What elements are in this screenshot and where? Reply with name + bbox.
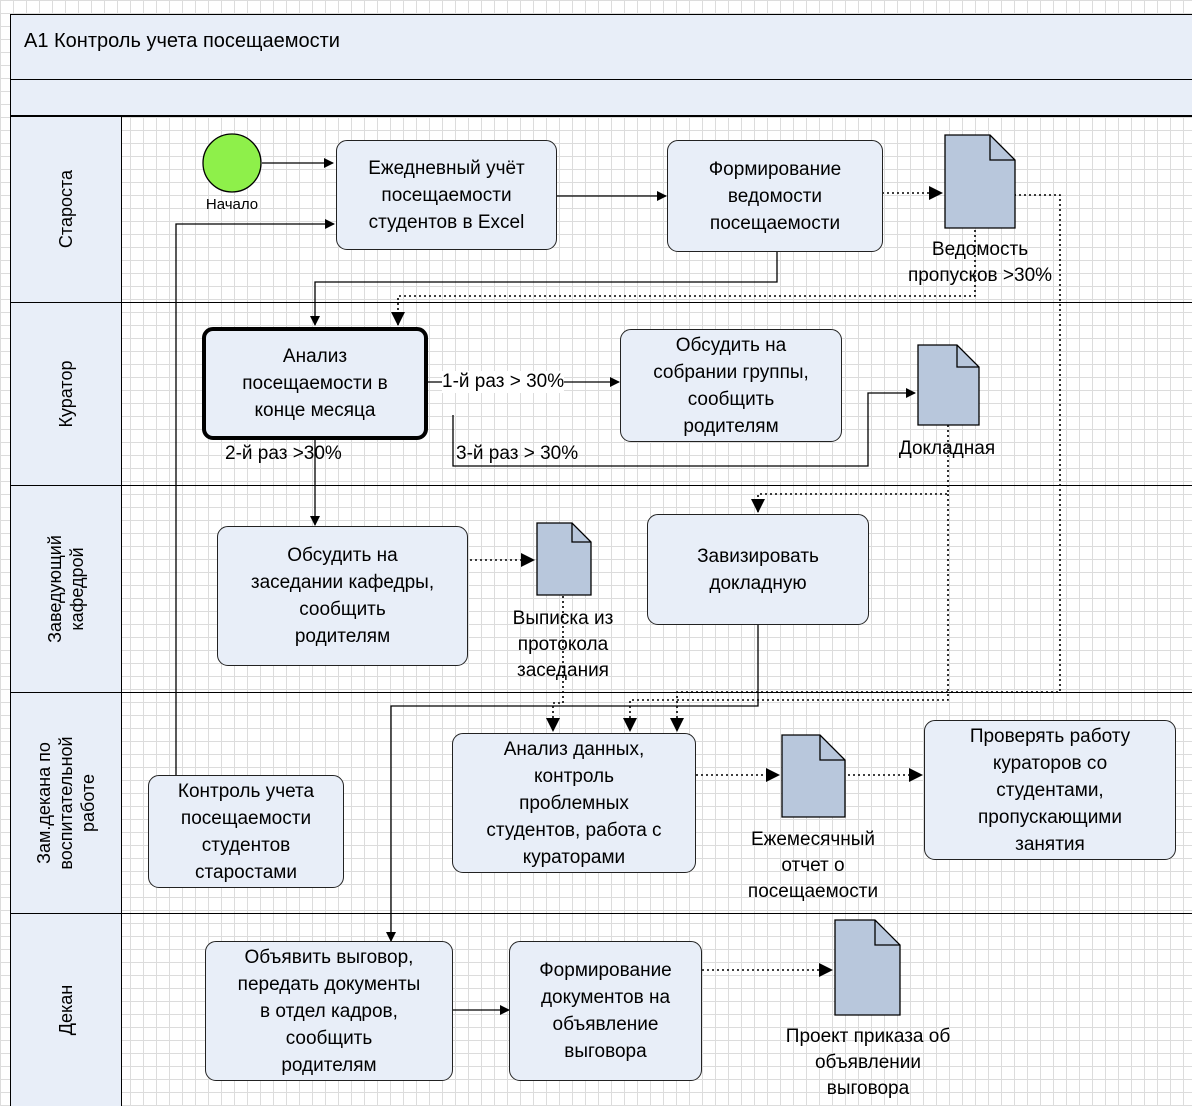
task-obyavit-vygovor[interactable]: Объявить выговор, передать документы в о… (205, 941, 453, 1081)
lane-header-starosta: Староста (10, 116, 122, 302)
flow-zaviz-to-vygovor (386, 624, 759, 942)
start-event-label: Начало (205, 196, 259, 213)
document-vedomost-icon (944, 134, 1016, 229)
task-discuss-group[interactable]: Обсудить на собрании группы, сообщить ро… (620, 329, 842, 442)
task-discuss-kafedra[interactable]: Обсудить на заседании кафедры, сообщить … (217, 526, 468, 666)
lane-divider (10, 692, 1192, 693)
flow-form-to-analysis (310, 252, 778, 326)
header-subbar (10, 80, 1192, 116)
document-otchet-label: Ежемесячный отчет о посещаемости (747, 829, 879, 902)
flow-third-time (452, 388, 916, 467)
document-vypiska-label: Выписка из протокола заседания (512, 608, 614, 681)
start-event-circle (202, 133, 262, 193)
edge-label-third-time: 3-й раз > 30% (456, 443, 579, 464)
document-proekt-label: Проект приказа об объявлении выговора (785, 1026, 951, 1099)
task-proveryat-kuratorov[interactable]: Проверять работу кураторов со студентами… (924, 720, 1176, 860)
assoc-vypiska-to-zam (546, 596, 564, 732)
flow-control-to-daily (175, 219, 335, 775)
lane-header-zamdekana: Зам.декана по воспитательной работе (10, 692, 122, 913)
task-daily-recording[interactable]: Ежедневный учёт посещаемости студентов в… (336, 140, 557, 250)
lane-divider (10, 485, 1192, 486)
task-form-documents[interactable]: Формирование документов на объявление вы… (509, 941, 702, 1081)
lane-divider (10, 302, 1192, 303)
task-attendance-analysis[interactable]: Анализ посещаемости в конце месяца (202, 327, 428, 440)
lane-divider (10, 913, 1192, 914)
document-vypiska-icon (536, 522, 592, 596)
document-vedomost-label: Ведомость пропусков >30% (907, 239, 1053, 286)
document-otchet-icon (781, 734, 846, 818)
lane-header-dekan: Декан (10, 913, 122, 1106)
lane-divider (10, 116, 1192, 117)
task-kontrol-starosty[interactable]: Контроль учета посещаемости студентов ст… (148, 775, 344, 888)
edge-label-first-time: 1-й раз > 30% (442, 371, 565, 393)
diagram-title: А1 Контроль учета посещаемости (24, 30, 340, 52)
lane-header-zav: Заведующий кафедрой (10, 485, 122, 692)
assoc-vedomost-to-zam (670, 194, 1061, 732)
document-proekt-icon (834, 919, 901, 1016)
document-dokladnaya-icon (917, 344, 980, 426)
lane-header-kurator: Куратор (10, 302, 122, 485)
diagram-title-bar (10, 14, 1192, 80)
task-zavizirovat[interactable]: Завизировать докладную (647, 514, 869, 625)
task-form-vedomost[interactable]: Формирование ведомости посещаемости (667, 140, 883, 252)
assoc-dokladnaya-to-zam (623, 494, 949, 732)
document-dokladnaya-label: Докладная (898, 438, 996, 459)
task-analiz-dannyh[interactable]: Анализ данных, контроль проблемных студе… (452, 733, 696, 873)
edge-label-second-time: 2-й раз >30% (225, 443, 342, 464)
